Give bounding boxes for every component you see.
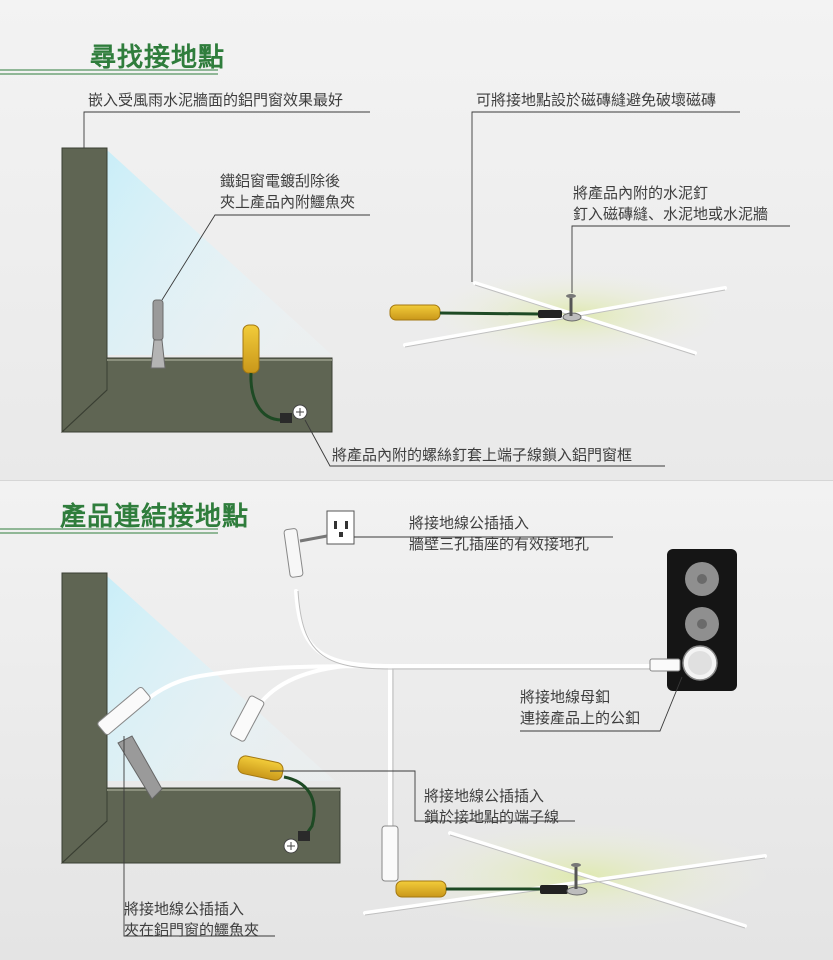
terminal-plug-icon (230, 695, 316, 854)
concrete-wall (61, 147, 108, 433)
label-snap-line1: 將接地線母釦 (520, 688, 611, 706)
label-window: 嵌入受風雨水泥牆面的鋁門窗效果最好 (88, 91, 344, 109)
connect-ground-point-illustration (0, 510, 770, 937)
wall-outlet-icon (326, 510, 355, 545)
clamp-plug-icon (97, 686, 163, 800)
label-nail-line2: 釘入磁磚縫、水泥地或水泥牆 (573, 205, 769, 223)
window-glass (107, 576, 335, 781)
grounding-product-icon (649, 549, 737, 691)
tile-joints (363, 831, 767, 928)
label-screw: 將產品內附的螺絲釘套上端子線鎖入鋁門窗框 (332, 446, 633, 464)
concrete-wall (61, 572, 108, 864)
label-clamp-line2: 夾在鋁門窗的鱷魚夾 (124, 921, 260, 939)
terminal-connector-icon (242, 324, 308, 423)
section-title: 產品連結接地點 (60, 502, 250, 532)
label-clip-line2: 夾上產品內附鱷魚夾 (220, 193, 356, 211)
floor-plug-icon (381, 825, 588, 898)
section-title: 尋找接地點 (90, 43, 226, 73)
floor-connector-icon (389, 304, 562, 321)
cement-nail-icon (562, 294, 582, 322)
label-lock-line2: 鎖於接地點的端子線 (424, 808, 560, 826)
label-plug-line1: 將接地線公插插入 (409, 514, 530, 532)
label-tile: 可將接地點設於磁磚縫避免破壞磁磚 (476, 91, 717, 109)
label-snap-line2: 連接產品上的公釦 (520, 709, 641, 727)
label-nail-line1: 將產品內附的水泥釘 (573, 184, 709, 202)
alligator-clip-icon (150, 299, 166, 369)
label-lock-line1: 將接地線公插插入 (424, 787, 545, 805)
find-ground-point-illustration (0, 69, 790, 467)
label-plug-line2: 牆壁三孔插座的有效接地孔 (409, 535, 590, 553)
ground-plug-icon (283, 528, 328, 578)
connect-ground-point-section: 產品連結接地點 將接地線公插插入 牆壁三孔插座的有效接地孔 將接地線母釦 連接產… (0, 480, 833, 960)
label-clip-line1: 鐵鋁窗電鍍刮除後 (220, 172, 341, 190)
label-clamp-line1: 將接地線公插插入 (124, 900, 245, 918)
find-ground-point-section: 尋找接地點 嵌入受風雨水泥牆面的鋁門窗效果最好 可將接地點設於磁磚縫避免破壞磁磚… (0, 0, 833, 480)
